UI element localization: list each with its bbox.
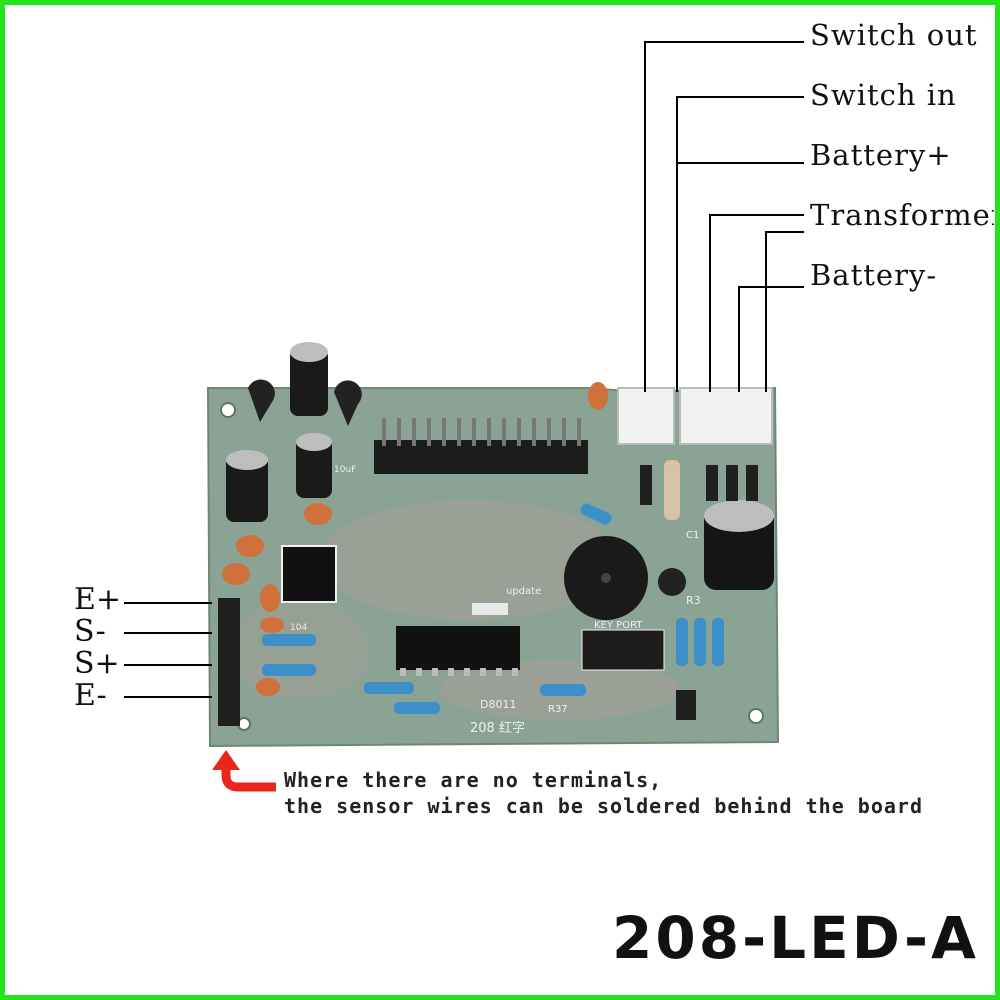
silk-chip: D8011: [480, 698, 516, 711]
leader-battery-minus-2: [738, 286, 804, 392]
leader-switch-out: [644, 41, 804, 392]
red-arrow-icon: [221, 768, 276, 792]
label-switch-in: Switch in: [810, 78, 957, 112]
silk-cap104: 104: [290, 623, 307, 633]
note-line-1: Where there are no terminals,: [284, 768, 663, 792]
silk-update: update: [506, 586, 541, 597]
label-battery-plus: Battery+: [810, 138, 952, 172]
label-s-plus: S+: [74, 646, 120, 681]
silk-board-id: 208 红字: [470, 720, 525, 736]
leader-transformer: [709, 214, 804, 392]
silk-r-label: R3: [686, 594, 701, 607]
silk-r37: R37: [548, 704, 568, 715]
silk-c1: C1: [686, 530, 699, 541]
leader-switch-in: [676, 96, 804, 392]
label-battery-minus: Battery-: [810, 258, 938, 292]
leader-battery-minus: [765, 231, 804, 392]
note-line-2: the sensor wires can be soldered behind …: [284, 794, 924, 818]
silk-10uf: 10uF: [334, 465, 356, 475]
label-switch-out: Switch out: [810, 18, 978, 52]
label-e-minus: E-: [74, 678, 107, 713]
label-s-minus: S-: [74, 614, 106, 649]
model-title: 208-LED-A: [612, 904, 979, 972]
label-transformer: Transformer: [810, 198, 994, 232]
silk-key-port: KEY PORT: [594, 620, 643, 631]
label-e-plus: E+: [74, 582, 122, 617]
